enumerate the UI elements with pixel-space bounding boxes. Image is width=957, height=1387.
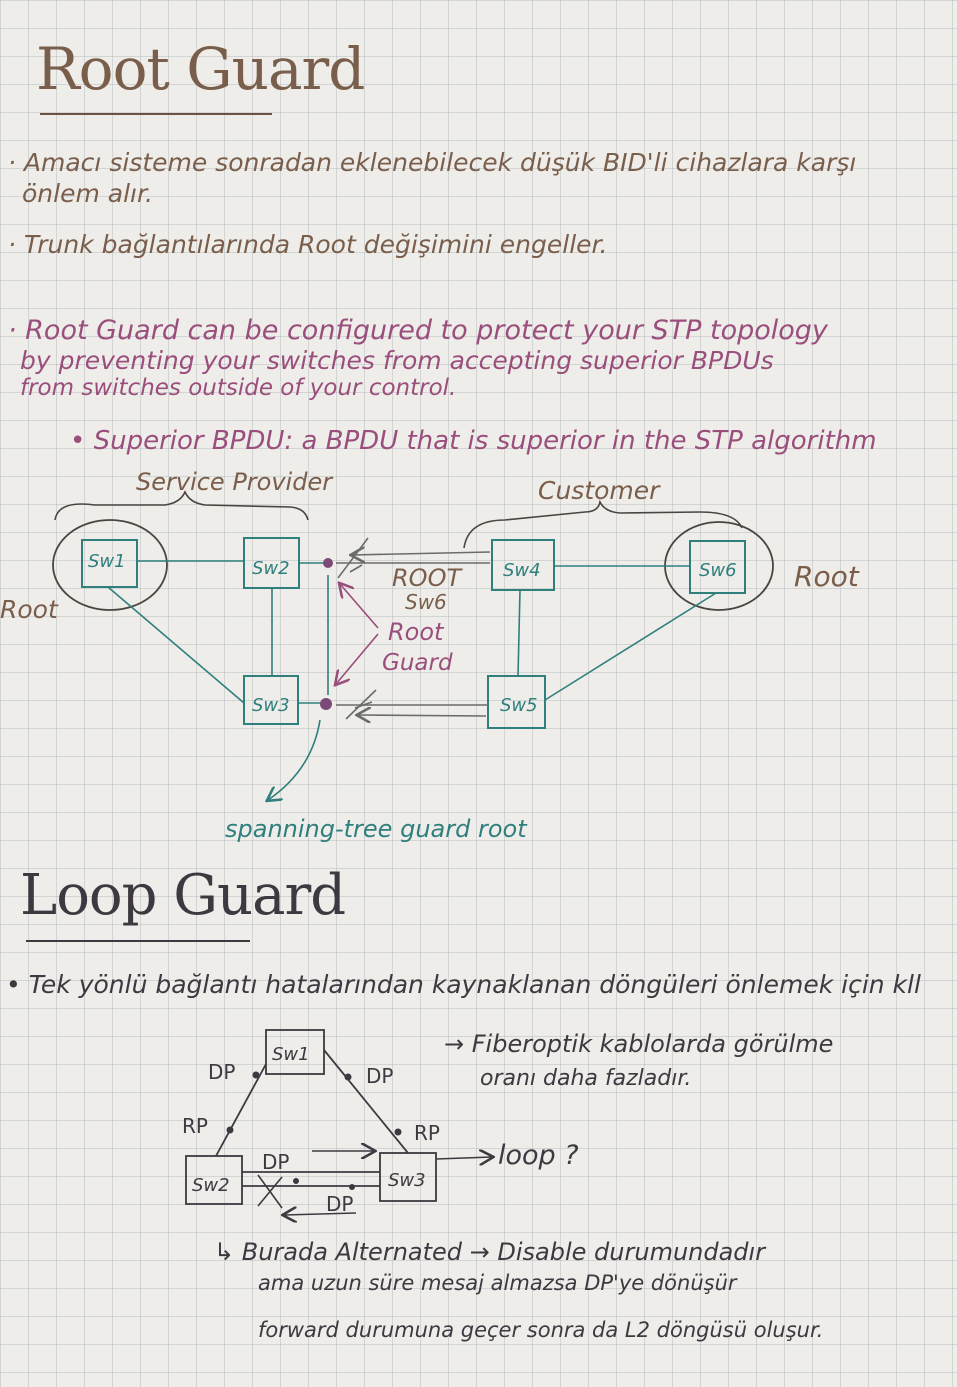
root-guard-bullet-3-line-1: · Root Guard can be configured to protec… <box>8 315 828 346</box>
root-guard-label-line-2: Guard <box>382 650 453 676</box>
root-guard-port-bottom <box>320 698 332 710</box>
loop-sw1-box <box>265 1029 325 1075</box>
root-guard-bullet-2: · Trunk bağlantılarında Root değişimini … <box>8 230 608 259</box>
loop-arrow <box>435 1157 492 1159</box>
sw2-box <box>243 537 300 589</box>
switch-sw1-label: Sw1 <box>88 551 126 572</box>
root-guard-label-line-1: Root <box>388 618 444 646</box>
service-provider-label: Service Provider <box>136 468 333 496</box>
loop-guard-title-underline <box>26 940 250 942</box>
root-right-label: Root <box>794 560 859 593</box>
spanning-tree-command: spanning-tree guard root <box>225 815 527 843</box>
loop-switch-sw3-label: Sw3 <box>388 1170 426 1191</box>
switch-sw5-label: Sw5 <box>500 695 538 716</box>
alternated-note-line-2: ama uzun süre mesaj almazsa DP'ye dönüşü… <box>258 1271 737 1295</box>
superior-bpdu-definition: • Superior BPDU: a BPDU that is superior… <box>70 426 877 456</box>
root-sw6-label-line-2: Sw6 <box>405 590 447 614</box>
switch-sw2-label: Sw2 <box>252 558 290 579</box>
loop-switch-sw1-label: Sw1 <box>272 1044 310 1065</box>
root-guard-bullet-3-line-2: by preventing your switches from accepti… <box>20 346 774 375</box>
fiber-note-line-2: oranı daha fazladır. <box>480 1066 692 1091</box>
sw3-box <box>243 675 299 725</box>
loop-sw3-box <box>379 1152 437 1202</box>
port-label-dp-sw1-left: DP <box>208 1060 236 1084</box>
root-guard-bullet-3-line-3: from switches outside of your control. <box>20 375 457 401</box>
blocked-mark-top <box>337 537 369 579</box>
link-sw4-sw5 <box>517 589 521 677</box>
port-label-rp-sw3: RP <box>414 1121 440 1145</box>
link-sw5-sw6 <box>544 592 717 701</box>
port-label-rp-sw2: RP <box>182 1114 208 1138</box>
port-label-dp-sw1-right: DP <box>366 1064 394 1088</box>
loop-link-sw1-sw3 <box>323 1049 409 1154</box>
switch-sw4-label: Sw4 <box>503 560 541 581</box>
blocked-mark-bottom <box>345 689 377 720</box>
loop-question-label: loop ? <box>498 1140 579 1171</box>
sw4-box <box>491 539 555 591</box>
switch-sw3-label: Sw3 <box>252 695 290 716</box>
sw1-box <box>81 539 138 588</box>
loop-sw2-box <box>185 1155 243 1205</box>
sw1-root-circle <box>52 519 168 611</box>
switch-sw6-label: Sw6 <box>699 560 737 581</box>
loop-link-sw1-sw2 <box>215 1063 267 1157</box>
fiber-note-line-1: → Fiberoptik kablolarda görülme <box>444 1030 834 1058</box>
root-guard-port-top <box>323 558 333 568</box>
root-guard-title-underline <box>40 113 272 115</box>
root-guard-bullet-1-line-2: önlem alır. <box>22 179 153 208</box>
root-left-label: Root <box>0 595 58 624</box>
link-sw1-sw3 <box>107 586 245 704</box>
customer-brace <box>463 499 743 549</box>
sw6-box <box>689 540 746 594</box>
loop-guard-title: Loop Guard <box>20 863 346 928</box>
port-label-dp-sw2: DP <box>262 1150 290 1174</box>
customer-label: Customer <box>538 476 660 505</box>
root-guard-bullet-1-line-1: · Amacı sisteme sonradan eklenebilecek d… <box>8 148 857 177</box>
loop-switch-sw2-label: Sw2 <box>192 1175 230 1196</box>
loop-guard-bullet-1: • Tek yönlü bağlantı hatalarından kaynak… <box>6 970 921 999</box>
alternated-note-line-1: ↳ Burada Alternated → Disable durumundad… <box>214 1238 766 1266</box>
root-sw6-label-line-1: ROOT <box>392 564 462 592</box>
root-guard-title: Root Guard <box>36 35 365 103</box>
alternated-note-line-3: forward durumuna geçer sonra da L2 döngü… <box>258 1318 824 1342</box>
service-provider-brace <box>54 490 309 521</box>
sw5-box <box>487 675 546 729</box>
port-label-dp-sw3: DP <box>326 1192 354 1216</box>
